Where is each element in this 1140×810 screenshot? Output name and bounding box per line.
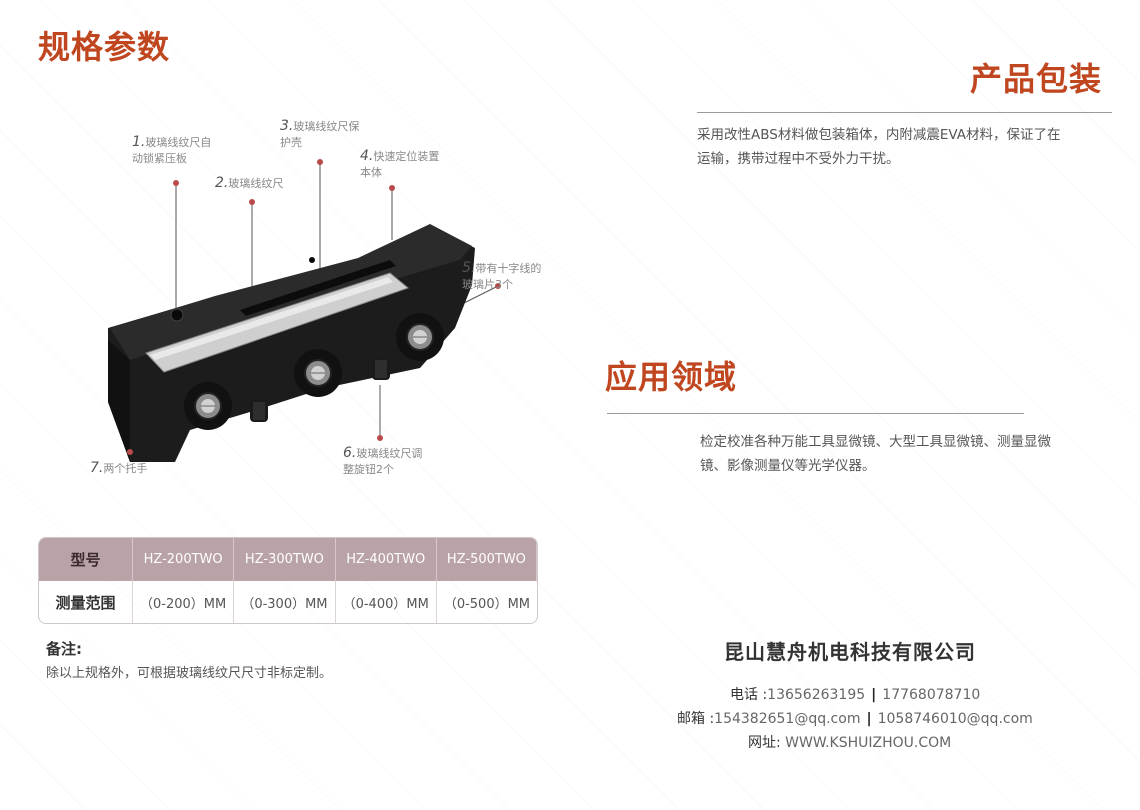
model-cell: HZ-400TWO xyxy=(335,538,437,581)
adjust-knob-1 xyxy=(250,400,268,422)
phone-label: 电话 : xyxy=(730,687,768,703)
base-side xyxy=(108,340,130,462)
model-cell: HZ-500TWO xyxy=(436,538,537,581)
model-label: 型号 xyxy=(39,538,133,581)
callout-3: 3.玻璃线纹尺保护壳 xyxy=(280,118,360,149)
spec-table: 型号 HZ-200TWO HZ-300TWO HZ-400TWO HZ-500T… xyxy=(38,537,538,624)
crosshair-lens-2 xyxy=(294,349,342,397)
adjust-knob-2 xyxy=(372,358,390,380)
website-label: 网址: xyxy=(748,735,786,751)
application-title: 应用领域 xyxy=(605,358,738,396)
phone-number-2[interactable]: 17768078710 xyxy=(882,687,981,703)
phone-number-1[interactable]: 13656263195 xyxy=(767,687,866,703)
crosshair-lens-3 xyxy=(396,313,444,361)
range-cell: （0-400）MM xyxy=(336,581,437,623)
callout-6: 6.玻璃线纹尺调整旋钮2个 xyxy=(343,445,423,476)
range-cell: （0-200）MM xyxy=(133,581,235,623)
callout-5: 5.带有十字线的玻璃片3个 xyxy=(462,260,542,291)
website-line: 网址: WWW.KSHUIZHOU.COM xyxy=(748,732,951,752)
range-cell: （0-500）MM xyxy=(443,596,531,612)
screw-hole-1 xyxy=(170,308,184,322)
separator: | xyxy=(871,687,877,703)
model-cell: HZ-300TWO xyxy=(234,538,336,581)
callout-2: 2.玻璃线纹尺 xyxy=(215,175,284,191)
model-cell: HZ-200TWO xyxy=(133,538,235,581)
packaging-divider xyxy=(697,112,1112,113)
separator: | xyxy=(866,711,872,727)
email-line: 邮箱 :154382651@qq.com | 1058746010@qq.com xyxy=(677,708,1033,728)
crosshair-lens-1 xyxy=(184,382,232,430)
table-row: 测量范围 （0-200）MM （0-300）MM （0-400）MM （0-50… xyxy=(39,581,537,623)
table-header-row: 型号 HZ-200TWO HZ-300TWO HZ-400TWO HZ-500T… xyxy=(39,538,537,581)
screw-hole-2 xyxy=(309,257,315,263)
product-image xyxy=(108,159,501,462)
leader-line-5 xyxy=(461,285,499,305)
website-link[interactable]: WWW.KSHUIZHOU.COM xyxy=(785,735,952,751)
application-divider xyxy=(607,413,1024,414)
base-top xyxy=(110,224,472,360)
note-text: 除以上规格外，可根据玻璃线纹尺尺寸非标定制。 xyxy=(46,666,333,681)
note-title: 备注: xyxy=(46,640,82,658)
callout-1: 1.玻璃线纹尺自动锁紧压板 xyxy=(132,134,212,165)
spec-title: 规格参数 xyxy=(38,28,171,66)
packaging-title: 产品包装 xyxy=(970,60,1103,98)
email-1[interactable]: 154382651@qq.com xyxy=(714,711,861,727)
phone-line: 电话 :13656263195 | 17768078710 xyxy=(730,684,980,704)
product-illustration: 1.玻璃线纹尺自动锁紧压板 2.玻璃线纹尺 3.玻璃线纹尺保护壳 4.快速定位装… xyxy=(90,110,560,490)
scale-protective-shell xyxy=(240,260,396,316)
company-name: 昆山慧舟机电科技有限公司 xyxy=(724,640,976,664)
callout-4: 4.快速定位装置本体 xyxy=(360,148,440,179)
callout-7: 7.两个托手 xyxy=(90,460,148,476)
application-text: 检定校准各种万能工具显微镜、大型工具显微镜、测量显微镜、影像测量仪等光学仪器。 xyxy=(700,434,1051,474)
glass-scale-highlight xyxy=(150,277,393,360)
email-label: 邮箱 : xyxy=(677,711,715,727)
range-cell: （0-300）MM xyxy=(234,581,336,623)
email-2[interactable]: 1058746010@qq.com xyxy=(877,711,1033,727)
range-label: 测量范围 xyxy=(39,581,133,623)
packaging-text: 采用改性ABS材料做包装箱体，内附减震EVA材料，保证了在运输，携带过程中不受外… xyxy=(697,127,1061,167)
